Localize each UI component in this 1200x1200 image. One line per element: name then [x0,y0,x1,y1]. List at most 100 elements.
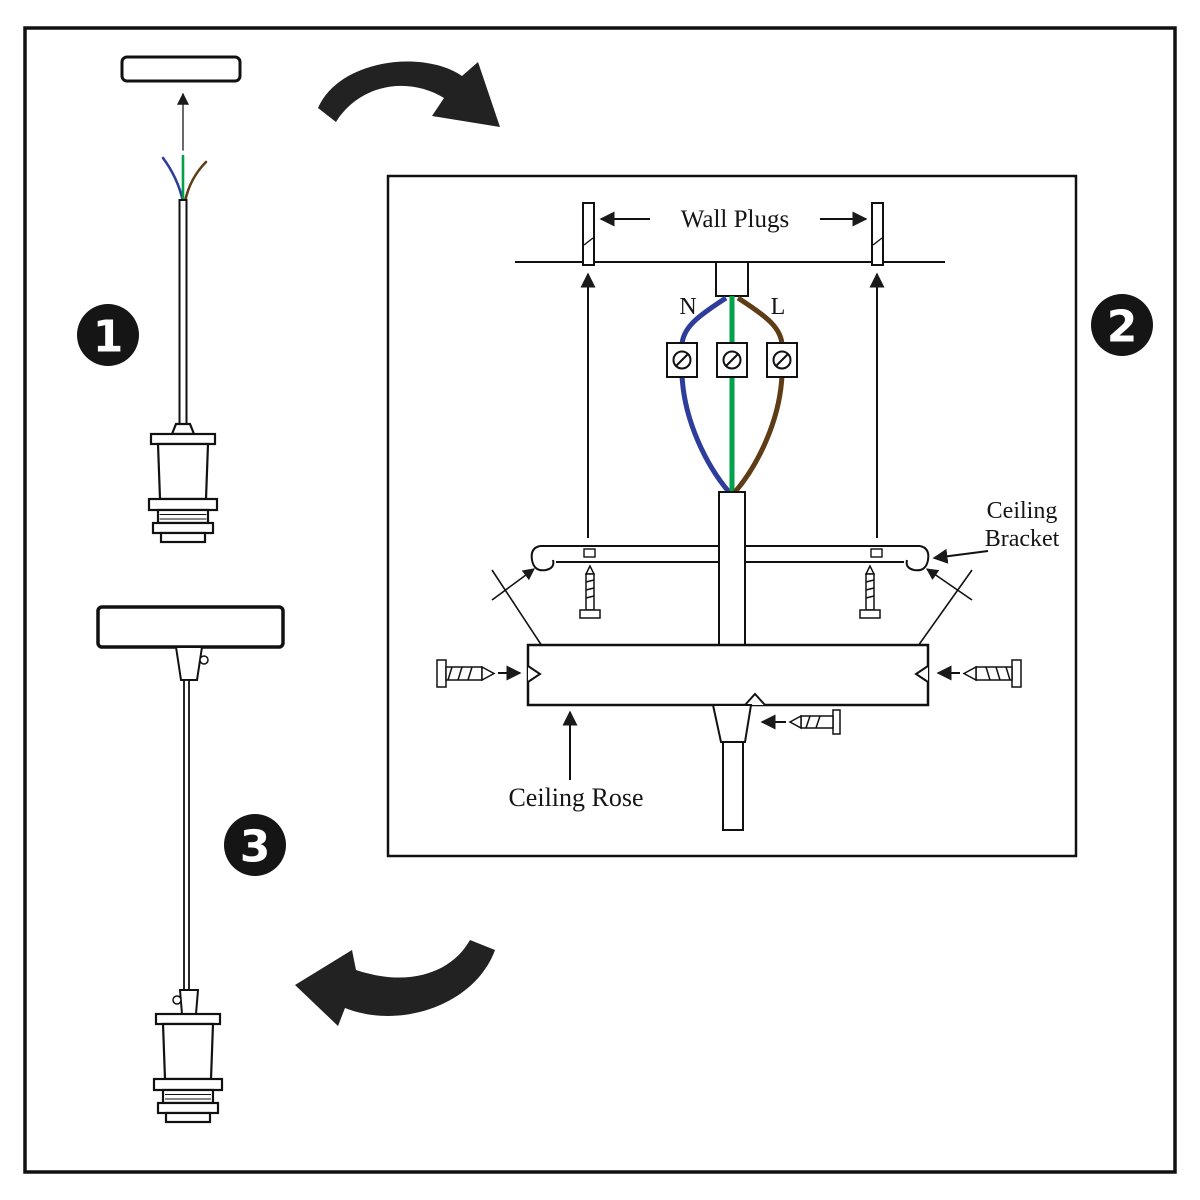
guide-line-left [491,569,543,647]
grip-screw [788,709,841,735]
grip-screw-nub [172,995,182,1005]
bracket-guide-arrow-right [926,568,973,601]
lamp-holder [147,422,219,544]
wall-plug-right [871,202,884,266]
holder-bottom [164,1111,212,1124]
step-badge-1 [77,304,139,366]
flow-arrow-left-icon [295,940,495,1026]
bracket-guide-arrow-left [491,568,535,601]
step-badge-3 [224,814,286,876]
screw-thread [995,666,1001,681]
screw-thread [865,595,875,599]
screw-head [832,709,841,735]
grip-screw-nub [199,655,209,665]
ceiling-bracket-label-line2: Bracket [985,526,1060,552]
screw-thread [585,587,595,591]
terminal-blocks [666,342,798,378]
holder-flange [149,432,217,446]
bracket-hook-left [530,545,555,572]
holder-body [161,1022,215,1081]
cord-outlet [722,741,744,831]
rose-notch-bottom [744,692,766,706]
bracket-hook-right [905,545,930,572]
screw-head [859,609,881,619]
bracket-screws [579,564,881,619]
holder-ring-1 [152,1077,224,1092]
cable-entry [715,261,749,297]
rose-notch-right [914,665,929,683]
cable-sleeve [718,491,746,649]
screw-thread [1005,666,1011,681]
screw-head [579,609,601,619]
live-label: L [771,294,786,320]
holder-neck [170,422,196,436]
neutral-wire-end [161,156,185,204]
terminal-screw-icon [772,350,792,370]
terminal-screw-icon [722,350,742,370]
holder-flange [154,1012,222,1026]
step2-wiring-box: Wall Plugs N L [386,174,1078,858]
neutral-label: N [679,294,696,320]
holder-body [156,442,210,501]
screw-shaft [585,573,595,611]
terminal-screw-slot [675,353,689,367]
lamp-holder-assembled [152,1012,224,1124]
flow-arrow-right-icon [318,61,500,127]
step-number-1: 1 [93,312,124,363]
step-number-3: 3 [240,822,271,873]
screw-thread [805,715,811,729]
holder-ring-1 [147,497,219,512]
wall-plugs-label: Wall Plugs [681,206,789,233]
cord-grip-bottom [178,989,200,1015]
terminal-screw-icon [672,350,692,370]
step-number-2: 2 [1107,302,1138,353]
screw-thread [457,666,463,681]
step1-pendant-group: 1 [77,55,242,544]
screw-tip [962,665,977,682]
terminal-screw-slot [725,353,739,367]
ceiling-bracket [530,545,930,572]
ceiling-rose-assembled [96,605,285,649]
pendant-cord [178,199,188,427]
holder-ring-2 [151,521,215,535]
screw-head [436,659,447,688]
terminal-live [766,342,798,378]
live-wire-end [183,160,208,204]
pendant-cord [183,679,190,991]
screw-thread [985,666,991,681]
step3-assembled-group: 3 [96,605,286,1124]
terminal-screw-slot [775,353,789,367]
ceiling-plate [120,55,242,83]
screw-shaft [865,573,875,611]
guide-line-right [917,569,973,647]
ceiling-rose-label: Ceiling Rose [508,783,643,812]
step-badge-2 [1091,294,1153,356]
outer-frame [23,26,1177,1174]
screw-tip [481,665,496,682]
rose-side-screws [436,659,1022,688]
bracket-slot-left [583,548,596,558]
screw-thread [865,587,875,591]
screw-thread [585,595,595,599]
screw-thread [447,666,453,681]
screw-thread [815,715,821,729]
cord-grip-top [174,646,204,681]
holder-bottom [159,531,207,544]
rose-notch-left [527,665,542,683]
ceiling-bracket-label-line1: Ceiling [987,498,1058,524]
bracket-slot-right [870,548,883,558]
screw-thread [467,666,473,681]
plug-detail [583,237,594,246]
screw-thread [865,579,875,583]
holder-thread [161,1088,215,1105]
cord-grip [711,704,753,743]
wall-plug-left [582,202,595,266]
screw-thread [585,579,595,583]
holder-thread [156,508,210,525]
ceiling-rose-body [526,643,930,707]
holder-ring-2 [156,1101,220,1115]
screw-tip [788,714,802,730]
plug-detail [872,237,883,246]
